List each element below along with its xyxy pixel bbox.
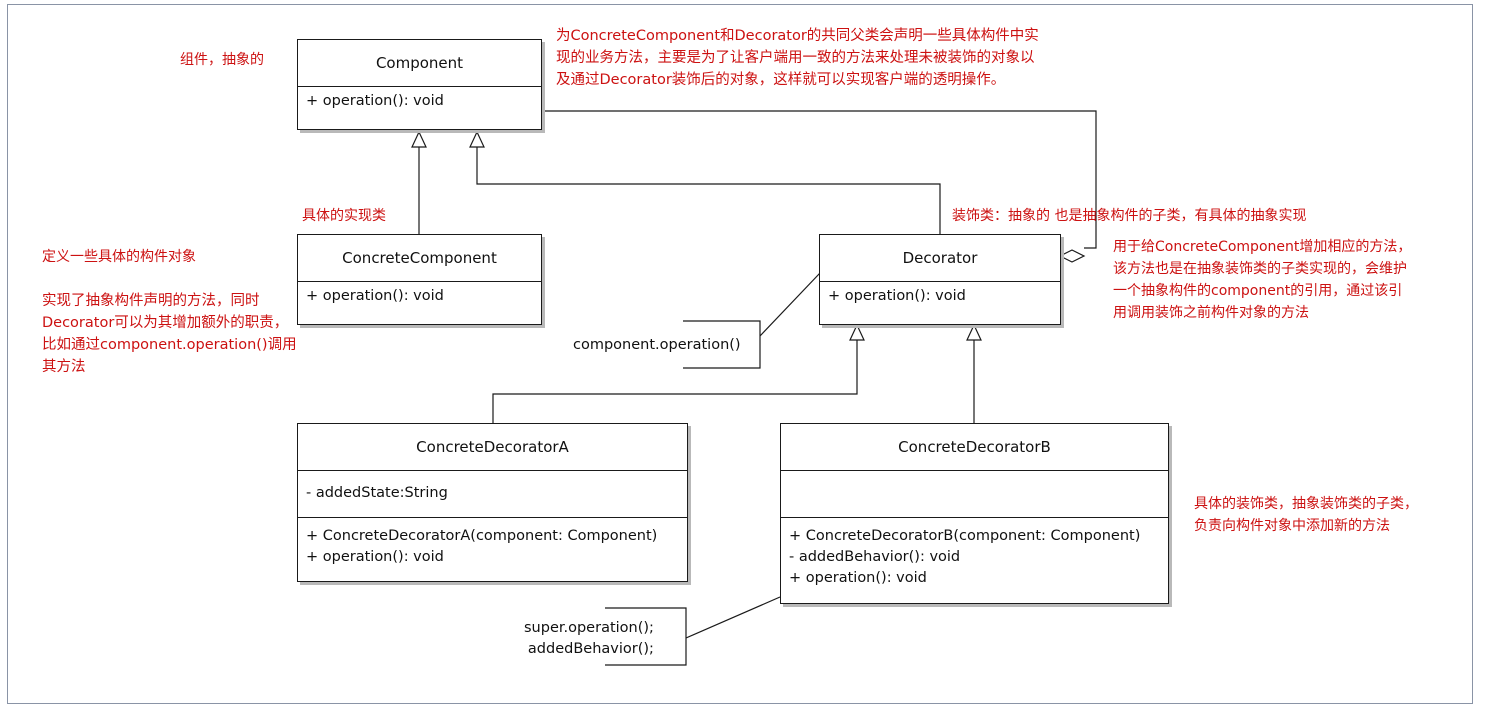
annotation-line: 负责向构件对象中添加新的方法 (1194, 518, 1390, 534)
code-line: addedBehavior(); (527, 641, 654, 657)
operations-section: + ConcreteDecoratorA(component: Componen… (298, 518, 687, 572)
note-bracket-decorator-op (683, 320, 761, 369)
generalization-decorator (476, 146, 941, 234)
inheritance-arrow-head (411, 130, 427, 148)
annotation-line: 一个抽象构件的component的引用，通过该引 (1113, 283, 1403, 299)
class-name: ConcreteComponent (298, 235, 541, 282)
annotation-line: 现的业务方法，主要是为了让客户端用一致的方法来处理未被装饰的对象以 (556, 50, 1035, 66)
annotation-line: Decorator可以为其增加额外的职责， (42, 315, 289, 331)
annotation-line: 及通过Decorator装饰后的对象，这样就可以实现客户端的透明操作。 (556, 72, 1006, 88)
annotation-line: 该方法也是在抽象装饰类的子类实现的，会维护 (1113, 261, 1407, 277)
class-component[interactable]: Component + operation(): void (297, 39, 542, 130)
annotation-line: 用于给ConcreteComponent增加相应的方法， (1113, 239, 1412, 255)
inheritance-arrow-head (469, 130, 485, 148)
operations-section: + operation(): void (298, 87, 541, 116)
operation: + operation(): void (306, 93, 444, 109)
aggregation-diamond (1058, 249, 1086, 263)
code-line: component.operation() (573, 337, 741, 353)
note-anchor-decorator-b-op (685, 596, 781, 639)
code-note-decorator-op: component.operation() (573, 335, 741, 356)
annotation-decorator: 装饰类：抽象的 也是抽象构件的子类，有具体的抽象实现 (952, 208, 1307, 224)
annotation-line: 用调用装饰之前构件对象的方法 (1113, 305, 1309, 321)
class-name: Component (298, 40, 541, 87)
annotation-concrete-impl: 具体的实现类 (302, 208, 386, 224)
operation: - addedBehavior(): void (789, 549, 961, 565)
class-name: ConcreteDecoratorB (781, 424, 1168, 471)
operation: + ConcreteDecoratorB(component: Componen… (789, 528, 1141, 544)
generalization-concrete-decorator-a (492, 339, 858, 423)
attribute: - addedState:String (306, 485, 448, 501)
annotation-line: 比如通过component.operation()调用 (42, 337, 297, 353)
connectors (411, 110, 1097, 666)
class-decorator[interactable]: Decorator + operation(): void (819, 234, 1061, 325)
annotation-concrete-define: 定义一些具体的构件对象 (42, 249, 196, 265)
operations-section: + ConcreteDecoratorB(component: Componen… (781, 518, 1168, 593)
aggregation-component-reference (542, 110, 1097, 249)
annotation-line: 为ConcreteComponent和Decorator的共同父类会声明一些具体… (556, 28, 1039, 44)
class-concrete-decorator-b[interactable]: ConcreteDecoratorB + ConcreteDecoratorB(… (780, 423, 1169, 604)
attributes-section (781, 471, 1168, 518)
operation: + ConcreteDecoratorA(component: Componen… (306, 528, 658, 544)
operation: + operation(): void (306, 549, 444, 565)
note-bracket-decorator-b-op (605, 607, 687, 666)
operations-section: + operation(): void (298, 282, 541, 311)
annotation-component: 组件，抽象的 (180, 52, 264, 68)
class-name: ConcreteDecoratorA (298, 424, 687, 471)
inheritance-arrow-head (849, 323, 865, 341)
annotation-line: 实现了抽象构件声明的方法，同时 (42, 293, 260, 309)
attributes-section: - addedState:String (298, 471, 687, 518)
operation: + operation(): void (789, 570, 927, 586)
operation: + operation(): void (828, 288, 966, 304)
annotation-component-desc: 为ConcreteComponent和Decorator的共同父类会声明一些具体… (556, 25, 1039, 91)
operations-section: + operation(): void (820, 282, 1060, 311)
code-note-decorator-b-op: super.operation(); addedBehavior(); (524, 618, 654, 660)
annotation-decorator-desc: 用于给ConcreteComponent增加相应的方法， 该方法也是在抽象装饰类… (1113, 236, 1411, 324)
code-line: super.operation(); (524, 620, 654, 636)
operation: + operation(): void (306, 288, 444, 304)
class-concrete-decorator-a[interactable]: ConcreteDecoratorA - addedState:String +… (297, 423, 688, 582)
annotation-concrete-decorator: 具体的装饰类，抽象装饰类的子类， 负责向构件对象中添加新的方法 (1194, 493, 1418, 537)
class-name: Decorator (820, 235, 1060, 282)
class-concrete-component[interactable]: ConcreteComponent + operation(): void (297, 234, 542, 325)
annotation-concrete-desc: 实现了抽象构件声明的方法，同时 Decorator可以为其增加额外的职责， 比如… (42, 290, 297, 378)
annotation-line: 其方法 (42, 359, 86, 375)
note-anchor-decorator-op (759, 272, 821, 337)
annotation-line: 具体的装饰类，抽象装饰类的子类， (1194, 496, 1418, 512)
inheritance-arrow-head (966, 323, 982, 341)
